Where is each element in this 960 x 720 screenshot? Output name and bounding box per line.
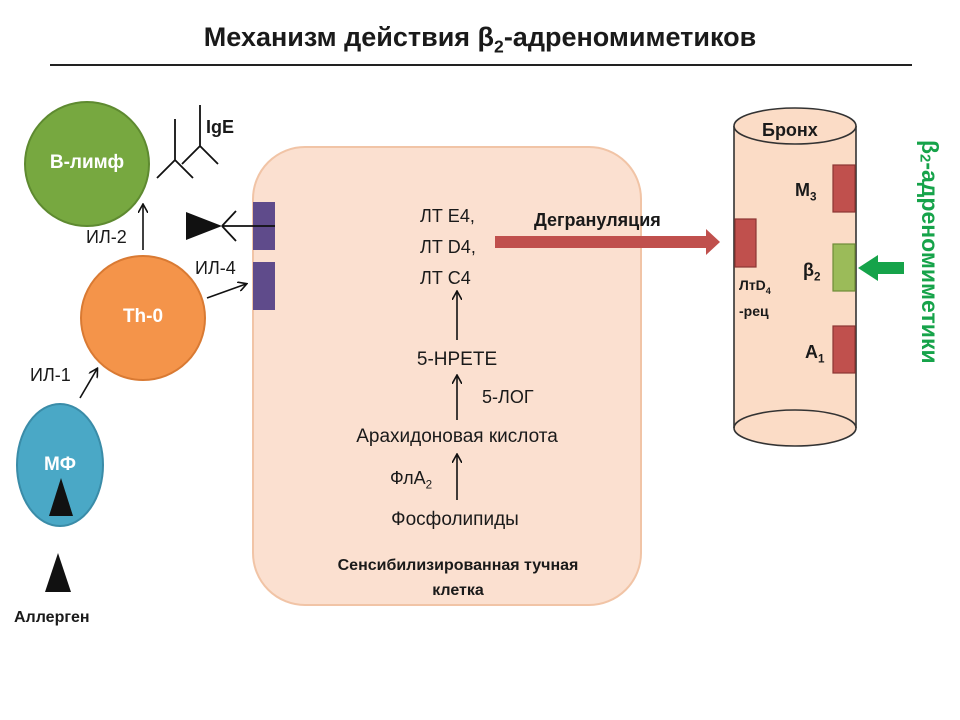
- ige-receptor-bottom: [253, 262, 275, 310]
- ltd4-receptor: [734, 218, 757, 268]
- a1-label: A1: [805, 342, 825, 366]
- ige-antibody-icon-1: [156, 119, 194, 179]
- mf-cell: [16, 403, 104, 527]
- degranulation-label: Дегрануляция: [534, 210, 661, 230]
- ltd4-receptor-label: ЛтD4 -рец: [739, 277, 771, 319]
- arrow-mf-to-th0: [79, 369, 97, 399]
- antigen-triangle-engulfed: [49, 478, 73, 516]
- bronchus-top: [733, 107, 857, 145]
- bound-ige-icon: [221, 210, 275, 242]
- arrow-il4-to-mast: [206, 284, 246, 299]
- lox-label: 5-ЛОГ: [482, 387, 534, 407]
- bronchus-body: [733, 126, 857, 447]
- bronchus-title: Бронх: [762, 120, 818, 140]
- mast-cell-body: [252, 146, 642, 606]
- mf-label: МФ: [43, 454, 77, 475]
- lt-c4: ЛТ С4: [420, 268, 471, 288]
- b-lymph-cell: [24, 101, 150, 227]
- hpete-label: 5-НРЕТЕ: [416, 349, 498, 370]
- il4-label: ИЛ-4: [195, 258, 236, 278]
- bronchus-bottom-inner: [733, 409, 857, 429]
- b2-label: β2: [803, 260, 821, 284]
- il1-label: ИЛ-1: [30, 365, 71, 385]
- degranulation-arrow-shaft: [495, 236, 708, 248]
- antigen-triangle-bound: [186, 212, 222, 240]
- ige-antibody-icon-2: [181, 105, 219, 165]
- phospholipids-label: Фосфолипиды: [391, 509, 519, 530]
- drug-arrow-shaft: [876, 262, 904, 274]
- b-lymph-label: В-лимф: [49, 152, 125, 173]
- allergen-triangle: [45, 553, 71, 592]
- a1-receptor: [832, 325, 856, 374]
- m3-label: M3: [795, 180, 817, 204]
- b2-receptor: [832, 243, 856, 292]
- title-divider: [50, 64, 912, 66]
- th0-label: Th-0: [122, 306, 164, 327]
- lt-e4: ЛТ Е4,: [420, 206, 475, 226]
- allergen-label: Аллерген: [14, 609, 90, 626]
- drug-arrow-head: [858, 255, 878, 281]
- mast-cell-caption: Сенсибилизированная тучная клетка: [337, 557, 579, 599]
- degranulation-arrow-head: [706, 229, 720, 255]
- page-title: Механизм действия β2-адреномиметиков: [203, 22, 757, 57]
- beta2-agonists-label: β2-адреномиметики: [916, 140, 943, 364]
- arachidonic-acid-label: Арахидоновая кислота: [356, 426, 558, 447]
- th0-cell: [80, 255, 206, 381]
- lt-d4: ЛТ D4,: [420, 237, 476, 257]
- m3-receptor: [832, 164, 856, 213]
- pla2-label: ФлА2: [390, 468, 433, 492]
- ige-label: IgE: [206, 117, 235, 137]
- leukotriene-list: ЛТ Е4, ЛТ D4, ЛТ С4: [420, 201, 476, 294]
- il2-label: ИЛ-2: [86, 227, 127, 247]
